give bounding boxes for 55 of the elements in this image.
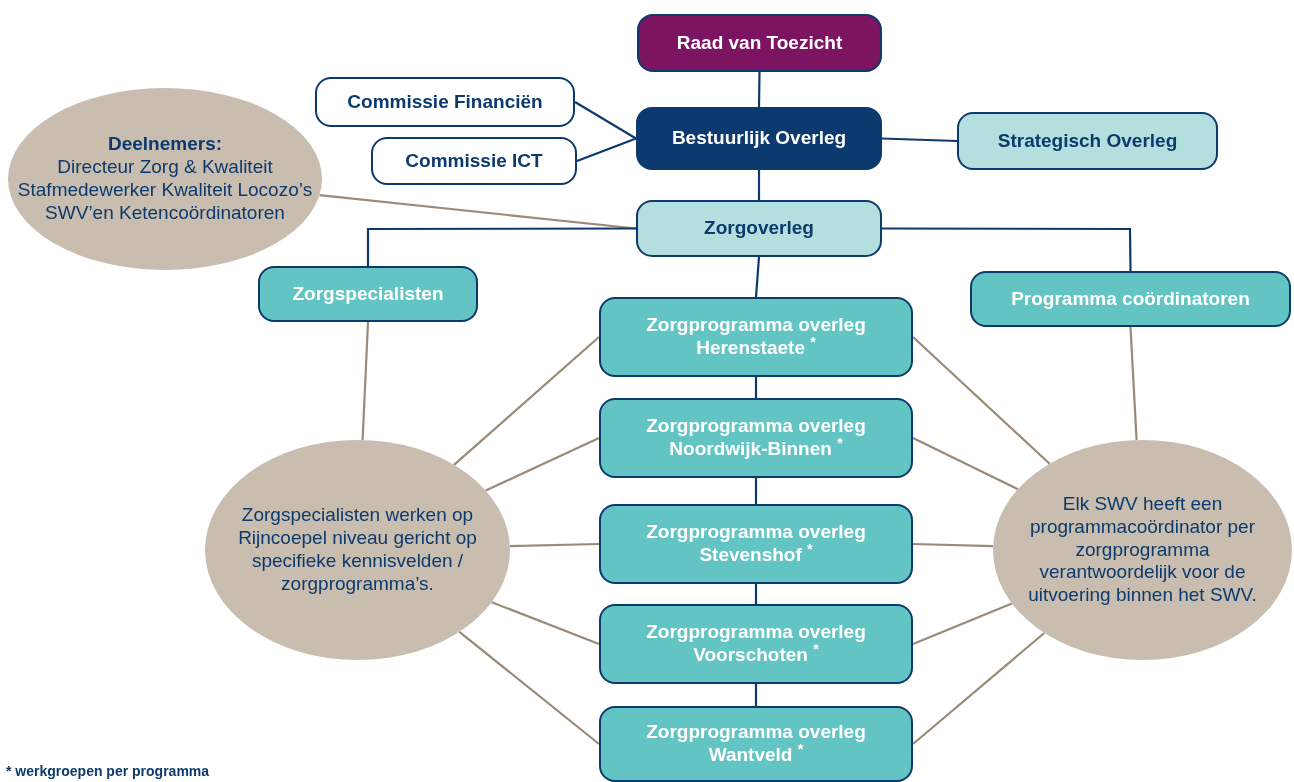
connector-line [453,336,600,466]
node-text: Strategisch Overleg [997,129,1178,153]
connector-line [754,256,761,298]
program-meeting-box [599,504,913,584]
program-meeting-box [599,398,913,478]
connector-line [361,321,370,441]
heading-text: Deelnemers: [107,133,223,157]
node-text: Zorgspecialisten werken op Rijncoepel niveau gericht op specifieke kennisvelden / zorgprogramma’s. [237,504,478,596]
connector-line [491,601,600,646]
committee-box [371,137,577,185]
connector-line [754,584,758,604]
connector-line [754,377,758,398]
program-meeting-box [599,706,913,782]
connector-line [912,437,1019,491]
node-text: Zorgprogramma overleg Voorschoten $^{*}$ [645,621,867,667]
connector-line [485,437,600,492]
node-text: Zorgprogramma overleg Herenstaete $^{*}$ [645,314,867,360]
connector-line [912,632,1045,745]
node-text: Elk SWV heeft een programmacoördinator per zorgprogramma verantwoordelijk voor de uitvoering binnen het SWV. [1027,493,1258,607]
node-text: Bestuurlijk Overleg [671,127,847,150]
connector-line [882,227,1132,271]
connector-line [576,137,637,163]
connector-line [366,227,636,266]
connector-line [509,542,600,548]
connector-line [754,478,758,504]
care-meeting-box [636,200,882,257]
node-text: Commissie ICT [405,149,543,173]
node-text: Programma coördinatoren [1011,287,1250,311]
program-meeting-box [599,297,913,377]
node-text: Zorgspecialisten [292,282,444,306]
node-text: Raad van Toezicht [676,31,843,55]
connector-line [757,170,761,200]
committee-box [315,77,575,127]
connector-line [574,101,637,140]
program-meeting-box [599,604,913,684]
node-text: Zorgoverleg [704,217,814,240]
node-text: Zorgprogramma overleg Wantveld $^{*}$ [645,721,867,767]
connector-line [1129,326,1138,441]
node-text: Zorgprogramma overleg Noordwijk-Binnen $^{*}$ [645,415,867,461]
connector-line [912,542,994,548]
connector-line [881,137,958,143]
node-text: Directeur Zorg & Kwaliteit Stafmedewerker Kwaliteit Locozo’s SWV’en Ketencoördinatoren [16,156,314,225]
board-box [637,14,882,72]
node-text: Zorgprogramma overleg Stevenshof $^{*}$ [645,521,867,567]
specialists-box [258,266,478,322]
strategy-box [957,112,1218,170]
coordinators-box [970,271,1291,327]
node-text: Commissie Financiën [347,90,543,114]
connector-line [754,684,758,706]
connector-line [912,602,1013,645]
connector-line [757,72,761,107]
footnote: * werkgroepen per programma [6,764,210,778]
board-meeting-box [636,107,882,170]
connector-line [912,336,1051,465]
connector-line [458,630,600,745]
